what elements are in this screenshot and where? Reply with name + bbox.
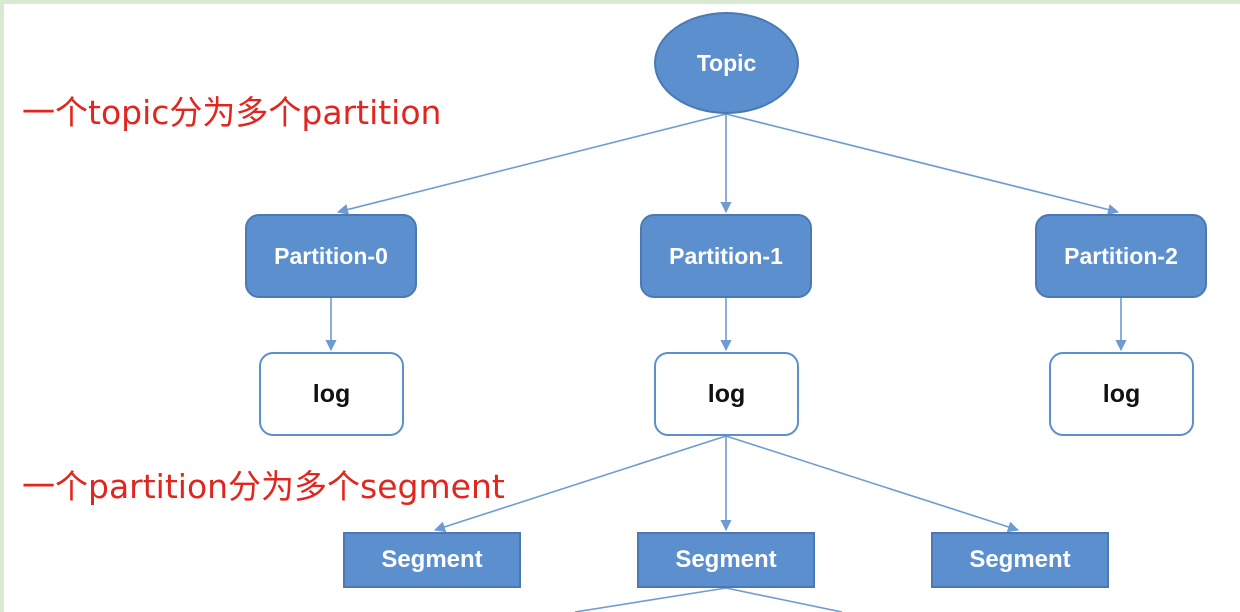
edge-log-segment-2 xyxy=(725,435,1020,533)
partition-annotation: 一个partition分为多个segment xyxy=(22,467,505,506)
log-node-2: log xyxy=(1049,352,1194,436)
edge-topic-partition-2 xyxy=(725,113,1120,215)
segment-node-0: Segment xyxy=(343,532,521,588)
partition-2-node: Partition-2 xyxy=(1035,214,1207,298)
topic-annotation: 一个topic分为多个partition xyxy=(22,93,442,132)
edge-topic-partition-0 xyxy=(336,113,727,215)
segment-node-2: Segment xyxy=(931,532,1109,588)
edge-log-segment-0 xyxy=(433,435,727,533)
partition-1-node: Partition-1 xyxy=(640,214,812,298)
segment-node-1: Segment xyxy=(637,532,815,588)
log-node-1: log xyxy=(654,352,799,436)
edge-segment-1-child-right xyxy=(725,587,843,612)
topic-node: Topic xyxy=(654,12,799,114)
log-node-0: log xyxy=(259,352,404,436)
partition-0-node: Partition-0 xyxy=(245,214,417,298)
edge-segment-1-child-left xyxy=(574,587,727,612)
